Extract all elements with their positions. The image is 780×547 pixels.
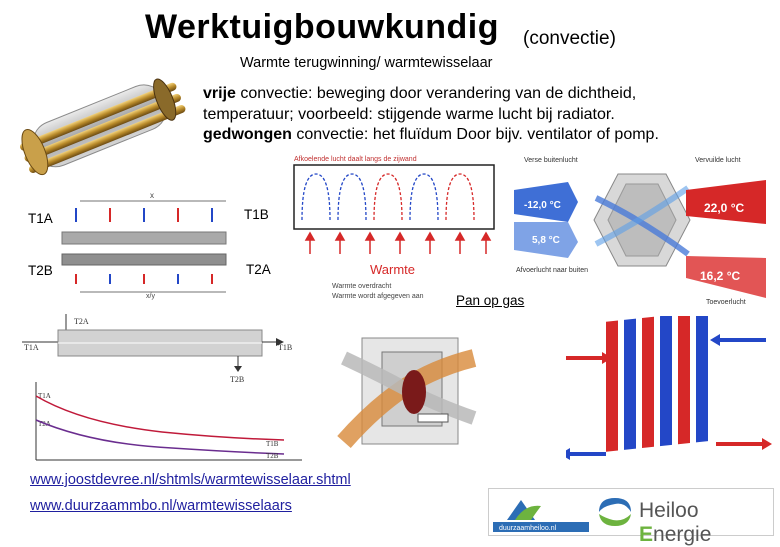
- label-t2b: T2B: [28, 262, 53, 280]
- cf-label-t1a: T1A: [24, 343, 39, 352]
- page-title: Werktuigbouwkundig: [145, 8, 499, 47]
- warmte-label: Warmte: [370, 262, 415, 277]
- hexagon-exchanger-image: Verse buitenlucht Vervuilde lucht -12,0 …: [510, 150, 772, 310]
- heiloo-energie-swoosh: [595, 494, 635, 530]
- convection-note-2: Warmte wordt afgegeven aan: [332, 293, 424, 300]
- duurzaamheiloo-logo: duurzaamheiloo.nl: [493, 492, 589, 532]
- cf-label-t2b: T2B: [230, 375, 244, 384]
- plate-exchanger-image: [566, 316, 774, 484]
- label-t2a: T2A: [246, 261, 271, 279]
- label-afvoerlucht: Afvoerlucht naar buiten: [516, 267, 588, 274]
- label-t1b: T1B: [244, 206, 269, 224]
- link-duurzaammbo[interactable]: www.duurzaammbo.nl/warmtewisselaars: [30, 498, 292, 514]
- description-text: vrije convectie: beweging door veranderi…: [203, 84, 733, 146]
- wall-exchanger-image: [334, 318, 484, 466]
- slide-title: Werktuigbouwkundig (convectie): [0, 8, 780, 48]
- desc-line-3: convectie: het fluïdum Door bijv. ventil…: [292, 126, 659, 143]
- link-joostdevree[interactable]: www.joostdevree.nl/shtmls/warmtewisselaa…: [30, 472, 351, 488]
- tube-exchanger-image: [8, 72, 196, 180]
- temp-minus-12: -12,0 °C: [524, 200, 561, 211]
- title-suffix: (convectie): [523, 28, 616, 50]
- label-toevoerlucht: Toevoerlucht: [706, 299, 746, 306]
- axis-xy-label: x/y: [146, 293, 155, 300]
- desc-line-2: temperatuur; voorbeeld: stijgende warme …: [203, 105, 733, 126]
- temp-5-8: 5,8 °C: [532, 235, 560, 246]
- label-vervuilde-lucht: Vervuilde lucht: [695, 157, 741, 164]
- keyword-gedwongen: gedwongen: [203, 126, 292, 143]
- temp-22: 22,0 °C: [704, 201, 744, 215]
- axis-x-label: x: [150, 191, 154, 200]
- label-verse-buitenlucht: Verse buitenlucht: [524, 157, 578, 164]
- logo-bar: duurzaamheiloo.nl Heiloo Energie: [488, 488, 774, 536]
- temp-16-2: 16,2 °C: [700, 269, 740, 283]
- counterflow-diagram: T2A T1A T1B T2B T1A T2A T1B T2B: [22, 308, 308, 466]
- convection-box-diagram: Afkoelende lucht daalt langs de zijwand …: [288, 150, 503, 315]
- desc-line-1: convectie: beweging door verandering van…: [236, 85, 636, 102]
- convection-top-text: Afkoelende lucht daalt langs de zijwand: [294, 156, 417, 163]
- keyword-vrije: vrije: [203, 85, 236, 102]
- cf-axis-t2b: T2B: [266, 452, 279, 460]
- label-t1a: T1A: [28, 210, 53, 228]
- cf-label-t2a: T2A: [74, 317, 89, 326]
- cf-axis-t1b: T1B: [266, 440, 279, 448]
- subtitle: Warmte terugwinning/ warmtewisselaar: [240, 55, 493, 71]
- parallel-flow-diagram: x x/y: [58, 188, 238, 300]
- convection-note-1: Warmte overdracht: [332, 283, 391, 290]
- duurzaamheiloo-text: duurzaamheiloo.nl: [499, 525, 557, 532]
- cf-label-t1b: T1B: [278, 343, 292, 352]
